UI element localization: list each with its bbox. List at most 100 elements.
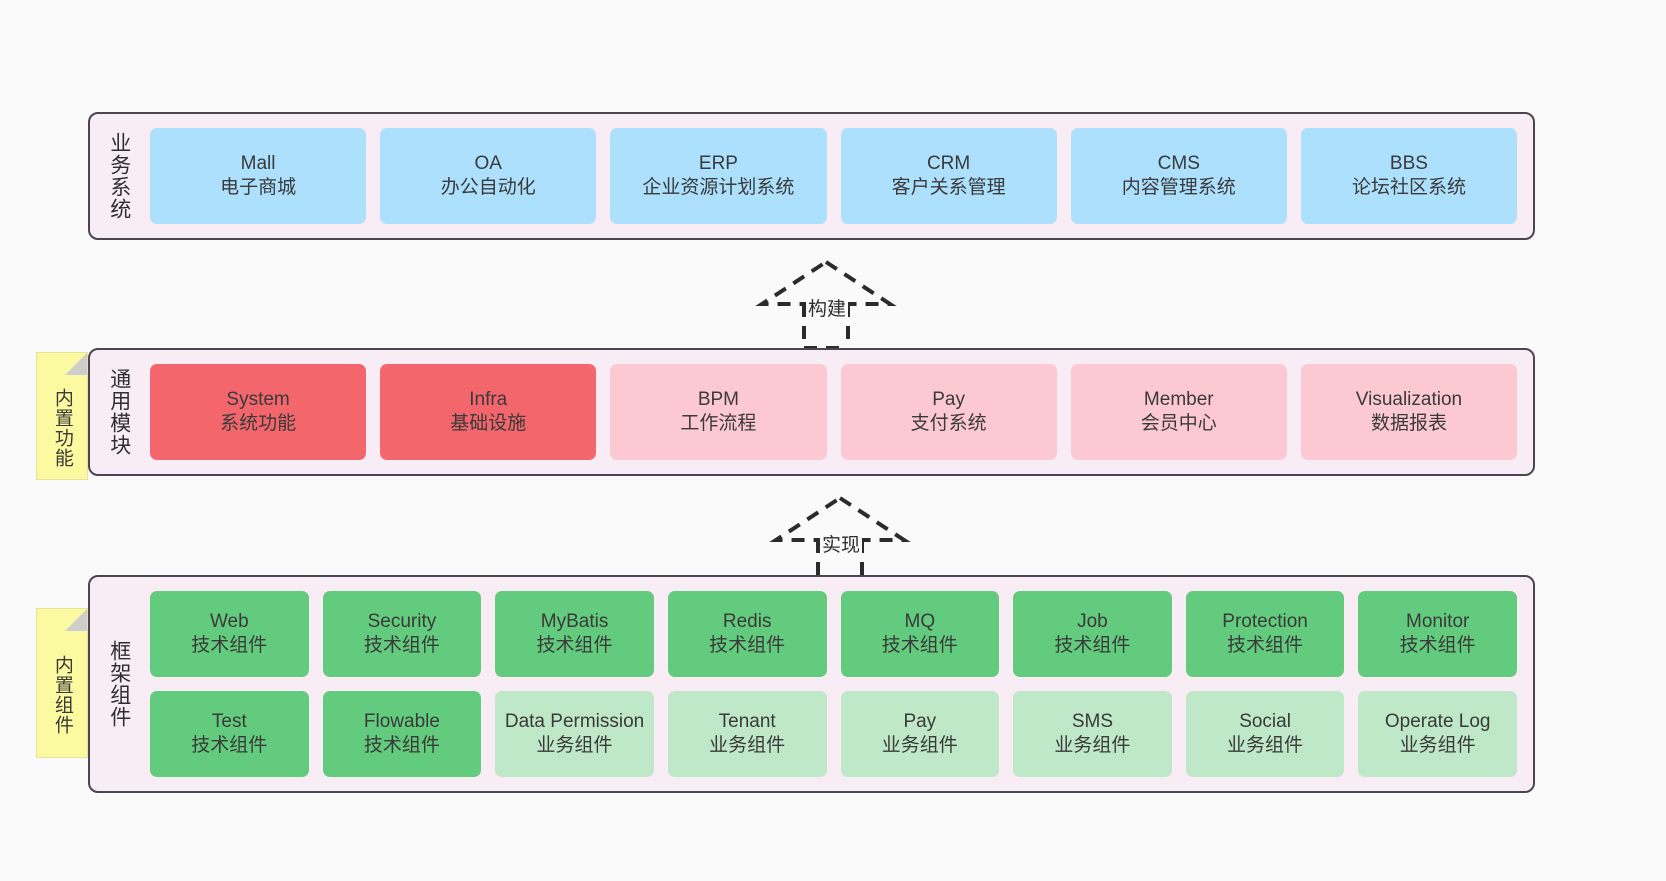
card-data-permission[interactable]: Data Permission 业务组件 <box>495 691 654 777</box>
card-mybatis[interactable]: MyBatis 技术组件 <box>495 591 654 677</box>
card-bbs[interactable]: BBS 论坛社区系统 <box>1300 128 1518 224</box>
note-builtin-features: 内置功能 <box>36 352 88 480</box>
card-title: Operate Log <box>1384 710 1491 732</box>
card-subtitle: 技术组件 <box>1054 635 1131 656</box>
card-title: ERP <box>698 152 738 174</box>
card-row: Mall 电子商城 OA 办公自动化 ERP 企业资源计划系统 CRM 客户关系… <box>150 128 1518 224</box>
card-subtitle: 支付系统 <box>910 413 987 434</box>
card-subtitle: 工作流程 <box>680 413 757 434</box>
note-fold-shade-icon <box>65 353 87 375</box>
card-title: Redis <box>722 610 772 632</box>
card-subtitle: 技术组件 <box>191 635 268 656</box>
card-job[interactable]: Job 技术组件 <box>1013 591 1172 677</box>
layer-body-business-systems: Mall 电子商城 OA 办公自动化 ERP 企业资源计划系统 CRM 客户关系… <box>140 114 1533 238</box>
card-crm[interactable]: CRM 客户关系管理 <box>840 128 1057 224</box>
note-label: 内置功能 <box>51 388 73 468</box>
card-operate-log[interactable]: Operate Log 业务组件 <box>1358 691 1517 777</box>
card-tenant[interactable]: Tenant 业务组件 <box>667 691 827 777</box>
card-subtitle: 企业资源计划系统 <box>642 177 795 198</box>
card-subtitle: 技术组件 <box>1399 635 1476 656</box>
card-redis[interactable]: Redis 技术组件 <box>667 591 827 677</box>
card-subtitle: 论坛社区系统 <box>1351 177 1466 198</box>
connector-label-build: 构建 <box>806 294 849 321</box>
card-subtitle: 基础设施 <box>450 413 527 434</box>
layer-title-business-systems: 业务系统 <box>107 132 131 220</box>
card-bpm[interactable]: BPM 工作流程 <box>610 364 827 460</box>
card-flowable[interactable]: Flowable 技术组件 <box>322 691 482 777</box>
card-title: Job <box>1077 610 1108 632</box>
card-oa[interactable]: OA 办公自动化 <box>380 128 597 224</box>
card-system[interactable]: System 系统功能 <box>150 364 367 460</box>
card-subtitle: 电子商城 <box>220 177 297 198</box>
layer-body-framework-components: Web 技术组件 Security 技术组件 MyBatis 技术组件 Redi… <box>140 577 1533 791</box>
card-subtitle: 业务组件 <box>1054 735 1131 756</box>
card-erp[interactable]: ERP 企业资源计划系统 <box>610 128 827 224</box>
card-subtitle: 系统功能 <box>220 413 297 434</box>
card-subtitle: 业务组件 <box>709 735 786 756</box>
layer-title-common-modules: 通用模块 <box>107 368 131 456</box>
layer-common-modules: 通用模块 System 系统功能 Infra 基础设施 BPM 工作流程 Pay… <box>88 348 1535 476</box>
note-fold-shade-icon <box>65 609 87 631</box>
card-title: System <box>226 388 290 410</box>
card-title: Data Permission <box>504 710 645 732</box>
card-title: SMS <box>1071 710 1114 732</box>
card-pay-business[interactable]: Pay 业务组件 <box>840 691 1000 777</box>
card-row: System 系统功能 Infra 基础设施 BPM 工作流程 Pay 支付系统… <box>150 364 1518 460</box>
card-title: Test <box>211 710 247 732</box>
card-title: Mall <box>240 152 276 174</box>
card-row: Web 技术组件 Security 技术组件 MyBatis 技术组件 Redi… <box>150 591 1517 677</box>
card-subtitle: 技术组件 <box>363 635 440 656</box>
card-subtitle: 业务组件 <box>1227 735 1304 756</box>
layer-framework-components: 框架组件 Web 技术组件 Security 技术组件 MyBatis 技术组件… <box>88 575 1535 793</box>
card-subtitle: 技术组件 <box>709 635 786 656</box>
card-sms[interactable]: SMS 业务组件 <box>1013 691 1172 777</box>
card-title: BPM <box>697 388 740 410</box>
layer-title-framework-components: 框架组件 <box>107 640 131 728</box>
card-protection[interactable]: Protection 技术组件 <box>1185 591 1345 677</box>
card-web[interactable]: Web 技术组件 <box>150 591 309 677</box>
card-title: Tenant <box>718 710 776 732</box>
card-subtitle: 数据报表 <box>1370 413 1447 434</box>
connector-implement: 实现 <box>769 494 912 586</box>
card-title: OA <box>474 152 502 174</box>
card-subtitle: 技术组件 <box>881 635 958 656</box>
card-pay[interactable]: Pay 支付系统 <box>840 364 1057 460</box>
card-test[interactable]: Test 技术组件 <box>150 691 309 777</box>
layer-business-systems: 业务系统 Mall 电子商城 OA 办公自动化 ERP 企业资源计划系统 CRM… <box>88 112 1535 240</box>
card-subtitle: 业务组件 <box>536 735 613 756</box>
card-mall[interactable]: Mall 电子商城 <box>150 128 367 224</box>
card-title: Infra <box>469 388 508 410</box>
card-title: Monitor <box>1406 610 1470 632</box>
card-title: Flowable <box>363 710 440 732</box>
card-title: Web <box>209 610 249 632</box>
card-subtitle: 业务组件 <box>1399 735 1476 756</box>
card-subtitle: 技术组件 <box>363 735 440 756</box>
layer-body-common-modules: System 系统功能 Infra 基础设施 BPM 工作流程 Pay 支付系统… <box>140 350 1533 474</box>
card-title: BBS <box>1389 152 1428 174</box>
card-subtitle: 客户关系管理 <box>891 177 1006 198</box>
card-subtitle: 技术组件 <box>536 635 613 656</box>
card-subtitle: 业务组件 <box>881 735 958 756</box>
card-title: Security <box>367 610 437 632</box>
card-title: Pay <box>903 710 937 732</box>
card-security[interactable]: Security 技术组件 <box>322 591 482 677</box>
card-title: Visualization <box>1355 388 1463 410</box>
card-title: Member <box>1143 388 1214 410</box>
card-title: Pay <box>932 388 965 410</box>
note-label: 内置组件 <box>51 655 73 735</box>
card-visualization[interactable]: Visualization 数据报表 <box>1300 364 1518 460</box>
card-subtitle: 技术组件 <box>1227 635 1304 656</box>
card-cms[interactable]: CMS 内容管理系统 <box>1070 128 1287 224</box>
card-infra[interactable]: Infra 基础设施 <box>380 364 597 460</box>
card-member[interactable]: Member 会员中心 <box>1070 364 1287 460</box>
card-mq[interactable]: MQ 技术组件 <box>840 591 1000 677</box>
card-monitor[interactable]: Monitor 技术组件 <box>1358 591 1517 677</box>
card-social[interactable]: Social 业务组件 <box>1185 691 1345 777</box>
card-title: CRM <box>926 152 971 174</box>
connector-build: 构建 <box>755 258 898 350</box>
connector-label-implement: 实现 <box>820 530 863 557</box>
card-row: Test 技术组件 Flowable 技术组件 Data Permission … <box>150 691 1517 777</box>
card-subtitle: 技术组件 <box>191 735 268 756</box>
card-title: Social <box>1239 710 1291 732</box>
